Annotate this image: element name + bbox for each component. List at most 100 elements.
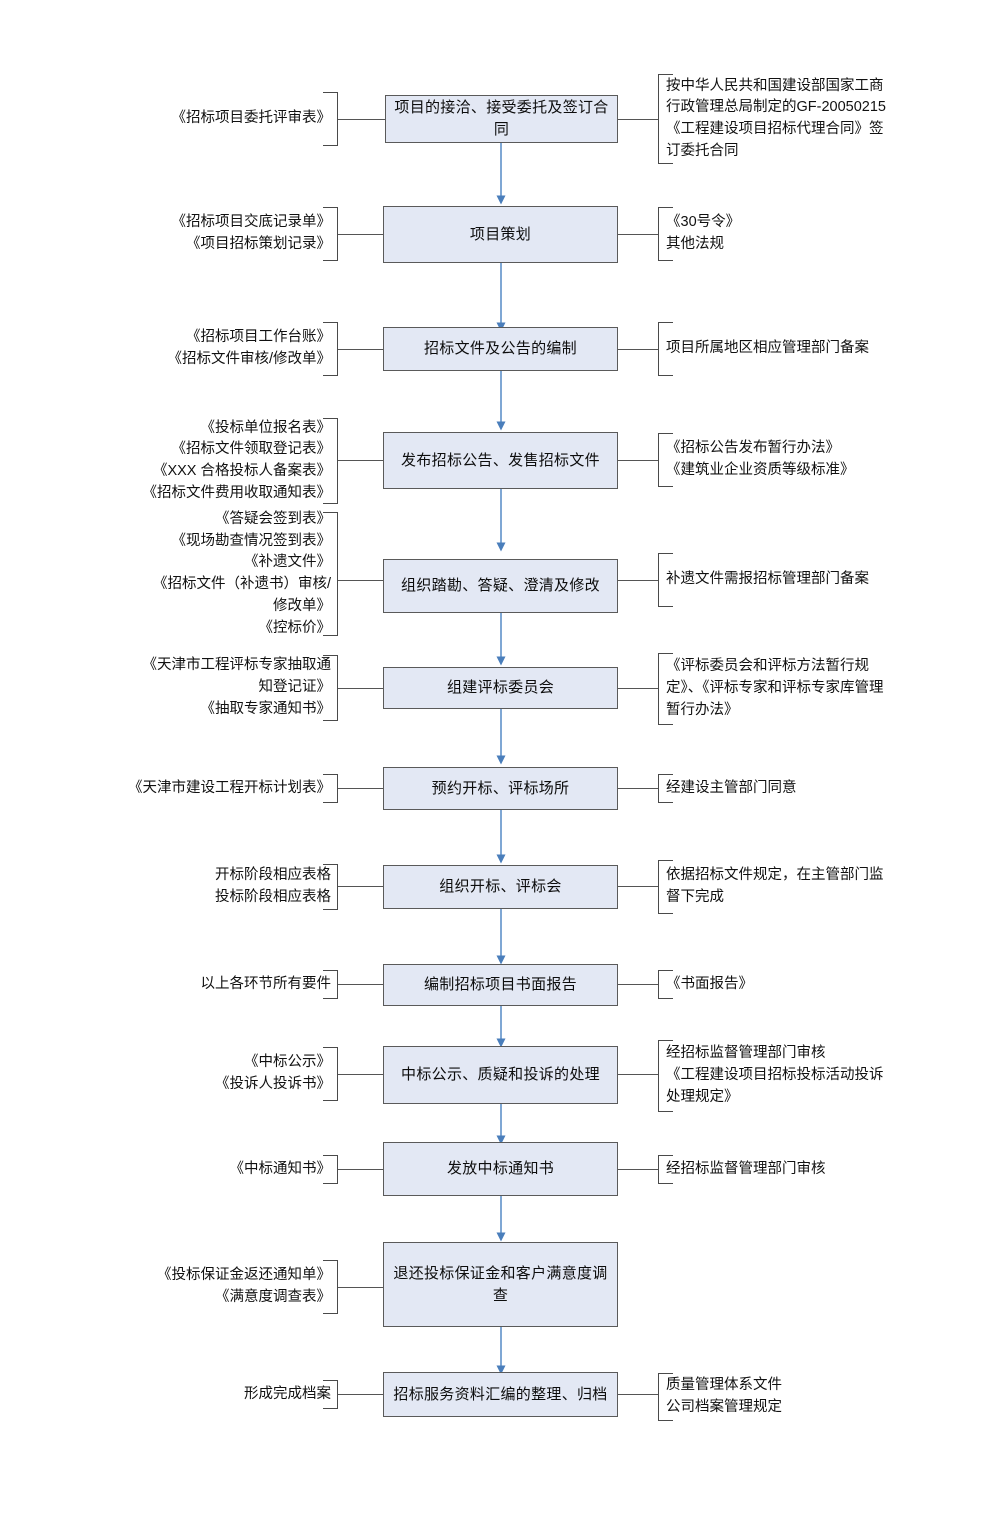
connector-right-3 [618,349,658,350]
right-note-3: 项目所属地区相应管理部门备案 [658,322,894,376]
connector-right-7 [618,788,658,789]
left-docs-2: 《招标项目交底记录单》 《项目招标策划记录》 [140,207,338,261]
right-note-text: 经招标监督管理部门审核 [666,1160,826,1177]
connector-right-10 [618,1074,658,1075]
connector-left-6 [338,688,385,689]
left-docs-text: 《中标公示》 《投诉人投诉书》 [215,1054,331,1092]
bracket-icon [323,655,338,721]
right-note-text: 按中华人民共和国建设部国家工商行政管理总局制定的GF-20050215《工程建设… [666,77,886,159]
bracket-icon [323,207,338,261]
left-docs-text: 形成完成档案 [244,1385,331,1402]
right-note-6: 《评标委员会和评标方法暂行规定》、《评标专家和评标专家库管理暂行办法》 [658,653,894,725]
right-note-4: 《招标公告发布暂行办法》 《建筑业企业资质等级标准》 [658,433,894,487]
right-note-11: 经招标监督管理部门审核 [658,1155,894,1184]
left-docs-text: 《答疑会签到表》 《现场勘查情况签到表》 《补遗文件》 《招标文件（补遗书）审核… [152,510,331,636]
left-docs-12: 《投标保证金返还通知单》 《满意度调查表》 [130,1260,338,1314]
connector-right-9 [618,984,658,985]
connector-left-7 [338,788,385,789]
connector-left-5 [338,580,385,581]
left-docs-text: 《投标单位报名表》 《招标文件领取登记表》 《XXX 合格投标人备案表》 《招标… [142,419,332,501]
process-node-13[interactable]: 招标服务资料汇编的整理、归档 [383,1372,618,1417]
right-note-text: 补遗文件需报招标管理部门备案 [666,571,869,588]
bracket-icon [323,864,338,910]
bracket-icon [658,207,673,261]
connector-left-11 [338,1169,385,1170]
right-note-text: 项目所属地区相应管理部门备案 [666,340,869,357]
left-docs-4: 《投标单位报名表》 《招标文件领取登记表》 《XXX 合格投标人备案表》 《招标… [140,418,338,504]
left-docs-text: 《天津市建设工程开标计划表》 [128,779,331,796]
process-node-11[interactable]: 发放中标通知书 [383,1142,618,1196]
connector-left-10 [338,1074,385,1075]
left-docs-text: 《投标保证金返还通知单》 《满意度调查表》 [157,1267,331,1305]
right-note-2: 《30号令》 其他法规 [658,207,894,261]
bracket-icon [323,92,338,146]
process-node-10[interactable]: 中标公示、质疑和投诉的处理 [383,1046,618,1104]
connector-right-1 [618,119,658,120]
bracket-icon [323,774,338,803]
process-node-7[interactable]: 预约开标、评标场所 [383,767,618,810]
left-docs-10: 《中标公示》 《投诉人投诉书》 [140,1047,338,1101]
right-note-text: 经建设主管部门同意 [666,779,797,796]
right-note-5: 补遗文件需报招标管理部门备案 [658,553,894,607]
connector-right-6 [618,688,658,689]
bracket-icon [323,1260,338,1314]
connector-left-3 [338,349,385,350]
connector-left-13 [338,1394,385,1395]
connector-right-2 [618,234,658,235]
process-node-4[interactable]: 发布招标公告、发售招标文件 [383,432,618,489]
right-note-text: 《30号令》 其他法规 [666,214,741,252]
process-node-6[interactable]: 组建评标委员会 [383,667,618,709]
left-docs-text: 《招标项目工作台账》 《招标文件审核/修改单》 [167,329,331,367]
left-docs-13: 形成完成档案 [140,1380,338,1409]
bracket-icon [658,74,673,164]
connector-right-8 [618,886,658,887]
right-note-text: 质量管理体系文件 公司档案管理规定 [666,1377,782,1415]
right-note-1: 按中华人民共和国建设部国家工商行政管理总局制定的GF-20050215《工程建设… [658,74,894,164]
connector-left-1 [338,119,385,120]
connector-left-12 [338,1287,385,1288]
bracket-icon [658,970,673,999]
right-note-text: 《评标委员会和评标方法暂行规定》、《评标专家和评标专家库管理暂行办法》 [666,658,884,718]
left-docs-text: 开标阶段相应表格 投标阶段相应表格 [215,867,331,905]
left-docs-1: 《招标项目委托评审表》 [140,92,338,146]
connector-right-13 [618,1394,658,1395]
process-node-8[interactable]: 组织开标、评标会 [383,865,618,909]
left-docs-text: 《招标项目交底记录单》 《项目招标策划记录》 [171,214,332,252]
left-docs-11: 《中标通知书》 [140,1155,338,1184]
bracket-icon [323,322,338,376]
connector-right-11 [618,1169,658,1170]
right-note-text: 《招标公告发布暂行办法》 《建筑业企业资质等级标准》 [666,440,855,478]
left-docs-text: 《中标通知书》 [229,1160,332,1177]
right-note-text: 经招标监督管理部门审核 《工程建设项目招标投标活动投诉处理规定》 [666,1045,884,1105]
bracket-icon [658,322,673,376]
left-docs-text: 以上各环节所有要件 [200,975,332,992]
bracket-icon [658,1040,673,1112]
left-docs-5: 《答疑会签到表》 《现场勘查情况签到表》 《补遗文件》 《招标文件（补遗书）审核… [140,511,338,636]
left-docs-7: 《天津市建设工程开标计划表》 [100,774,338,803]
process-node-5[interactable]: 组织踏勘、答疑、澄清及修改 [383,559,618,613]
connector-left-9 [338,984,385,985]
process-node-12[interactable]: 退还投标保证金和客户满意度调查 [383,1242,618,1327]
bracket-icon [658,553,673,607]
connector-left-8 [338,886,385,887]
bracket-icon [323,970,338,999]
left-docs-8: 开标阶段相应表格 投标阶段相应表格 [140,864,338,910]
process-node-9[interactable]: 编制招标项目书面报告 [383,964,618,1006]
left-docs-text: 《招标项目委托评审表》 [171,110,332,127]
bracket-icon [658,774,673,803]
bracket-icon [323,1155,338,1184]
bracket-icon [658,1373,673,1421]
connector-right-4 [618,460,658,461]
connector-left-4 [338,460,385,461]
connector-right-5 [618,580,658,581]
right-note-13: 质量管理体系文件 公司档案管理规定 [658,1373,894,1421]
bracket-icon [323,1047,338,1101]
right-note-7: 经建设主管部门同意 [658,774,894,803]
process-node-1[interactable]: 项目的接洽、接受委托及签订合同 [385,95,618,143]
right-note-8: 依据招标文件规定，在主管部门监督下完成 [658,860,894,914]
left-docs-3: 《招标项目工作台账》 《招标文件审核/修改单》 [140,322,338,376]
right-note-9: 《书面报告》 [658,970,894,999]
process-node-3[interactable]: 招标文件及公告的编制 [383,327,618,371]
process-node-2[interactable]: 项目策划 [383,206,618,263]
